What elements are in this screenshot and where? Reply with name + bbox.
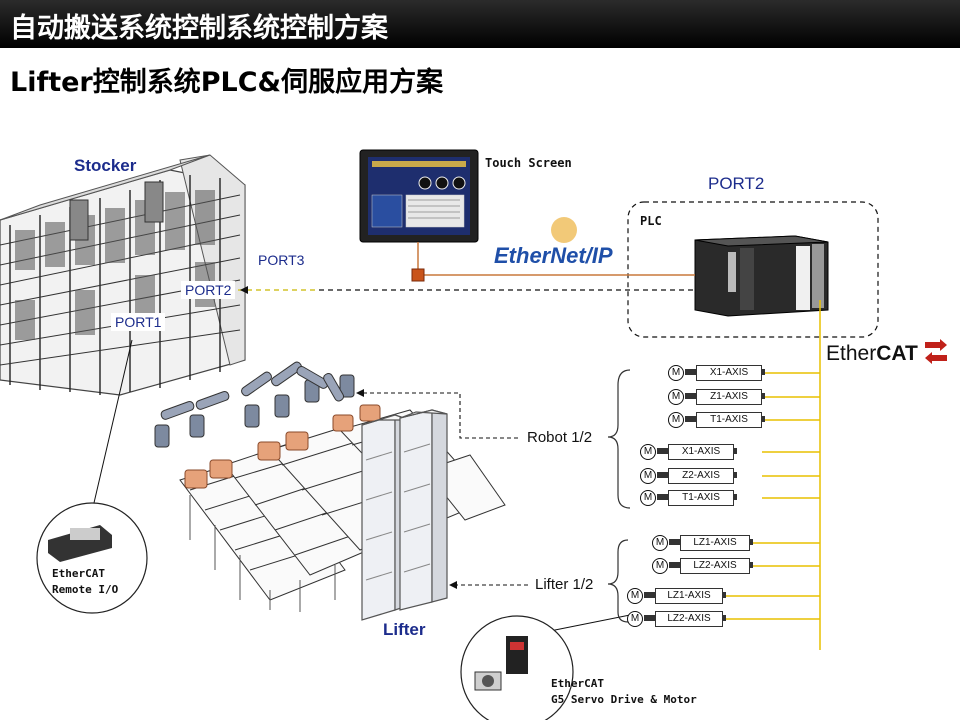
motor-icon: M (640, 444, 656, 460)
axis-label-box: Z2-AXIS (668, 468, 734, 484)
servo-callout (460, 615, 574, 720)
axis-label-box: X1-AXIS (696, 365, 762, 381)
ethercat-logo-part-b: CAT (876, 342, 918, 365)
axis-label-box: LZ2-AXIS (655, 611, 723, 627)
ethercat-logo-part-a: Ether (826, 342, 877, 365)
remote-io-label-line1: EtherCAT (52, 567, 105, 580)
page-subtitle: Lifter控制系统PLC&伺服应用方案 (10, 67, 444, 98)
motor-icon: M (668, 389, 684, 405)
motor-connector (644, 615, 655, 621)
plc-device (627, 201, 879, 338)
axis-connector-tail (761, 369, 765, 375)
remote-io-label-line2: Remote I/O (52, 583, 119, 596)
servo-label-line1: EtherCAT (551, 677, 604, 690)
lifter-label: Lifter (383, 620, 426, 639)
axis-label-box: Z1-AXIS (696, 389, 762, 405)
motor-connector (657, 472, 668, 478)
axis-connector-tail (733, 472, 737, 478)
title-bar: 自动搬送系统控制系统控制方案 (0, 0, 960, 48)
stocker-illustration (0, 154, 246, 396)
motor-icon: M (640, 490, 656, 506)
remote-io-callout (36, 502, 148, 614)
remote-io-label: EtherCAT Remote I/O (52, 566, 118, 598)
axis-label-box: T1-AXIS (668, 490, 734, 506)
ethercat-bus (722, 300, 821, 650)
axis-connector-tail (722, 592, 726, 598)
port2-stocker-label: PORT2 (181, 281, 236, 299)
group-arrows (362, 392, 528, 586)
axis-label-box: LZ1-AXIS (655, 588, 723, 604)
axis-connector-tail (761, 393, 765, 399)
axis-connector-tail (761, 416, 765, 422)
motor-icon: M (668, 412, 684, 428)
motor-connector (669, 539, 680, 545)
group-braces (607, 369, 631, 623)
motor-icon: M (627, 611, 643, 627)
page-title: 自动搬送系统控制系统控制方案 (10, 13, 388, 44)
touch-screen-device (359, 149, 479, 243)
motor-icon: M (627, 588, 643, 604)
axis-connector-tail (733, 448, 737, 454)
servo-label: EtherCAT G5 Servo Drive & Motor (551, 676, 697, 708)
ethernet-ip-logo: EtherNet/IP (494, 243, 613, 268)
motor-icon: M (640, 468, 656, 484)
port1-label: PORT1 (111, 313, 166, 331)
motor-connector (685, 393, 696, 399)
axis-connector-tail (749, 562, 753, 568)
touch-screen-label: Touch Screen (485, 156, 572, 170)
axis-connector-tail (749, 539, 753, 545)
lifter-illustration (361, 409, 448, 621)
motor-connector (685, 416, 696, 422)
servo-label-line2: G5 Servo Drive & Motor (551, 693, 697, 706)
motor-connector (657, 494, 668, 500)
ethercat-logo-arrows (925, 339, 947, 364)
motor-connector (657, 448, 668, 454)
stocker-label: Stocker (74, 156, 137, 175)
motor-icon: M (652, 558, 668, 574)
port3-label: PORT3 (258, 252, 305, 268)
motor-icon: M (668, 365, 684, 381)
motor-connector (685, 369, 696, 375)
axis-connector-tail (733, 494, 737, 500)
motor-icon: M (652, 535, 668, 551)
axis-label-box: LZ1-AXIS (680, 535, 750, 551)
axis-label-box: X1-AXIS (668, 444, 734, 460)
axis-label-box: LZ2-AXIS (680, 558, 750, 574)
motor-connector (669, 562, 680, 568)
ethernet-junction (411, 268, 425, 282)
plc-label: PLC (640, 214, 662, 228)
axis-connector-tail (722, 615, 726, 621)
robot-group-label: Robot 1/2 (527, 429, 593, 446)
lifter-group-label: Lifter 1/2 (535, 576, 594, 593)
motor-connector (644, 592, 655, 598)
ethercat-logo: EtherCAT (826, 342, 918, 366)
port2-plc-label: PORT2 (708, 174, 765, 193)
axis-label-box: T1-AXIS (696, 412, 762, 428)
